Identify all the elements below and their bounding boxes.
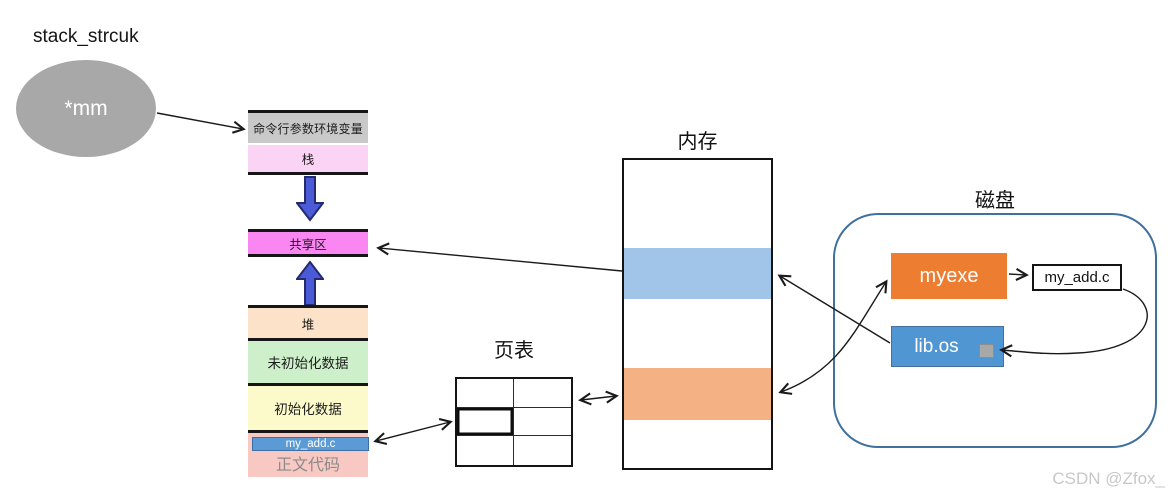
arrow-mm-to-stack — [156, 112, 243, 129]
disk-myexe-box: myexe — [891, 253, 1007, 299]
segment-cmdline-env-label: 命令行参数环境变量 — [253, 121, 363, 136]
disk-title: 磁盘 — [975, 190, 1015, 212]
struct-title: stack_strcuk — [33, 26, 139, 47]
disk-myaddc-file-label: my_add.c — [1044, 269, 1110, 286]
segment-shared-area: 共享区 — [248, 229, 368, 257]
disk-myexe-label: myexe — [919, 264, 979, 287]
memory-title: 内存 — [677, 131, 718, 153]
segment-myaddc-label: my_add.c — [285, 438, 336, 450]
segment-uninitialized-data-label: 未初始化数据 — [267, 356, 349, 371]
stack-grow-down-arrow-icon — [296, 176, 324, 222]
page-table-cell-r1c1 — [457, 379, 514, 408]
memory-shared-band — [624, 248, 771, 299]
page-table-cell-r3c2 — [514, 436, 571, 465]
segment-initialized-data: 初始化数据 — [248, 383, 368, 430]
segment-heap-label: 堆 — [301, 317, 315, 332]
disk-libos-marker-square — [979, 344, 994, 358]
page-table-grid — [455, 377, 573, 467]
memory-loaded-band — [624, 368, 771, 420]
segment-text-code-label: 正文代码 — [275, 457, 340, 474]
segment-shared-area-label: 共享区 — [289, 237, 327, 252]
mm-pointer-label: *mm — [64, 96, 108, 120]
page-table-cell-r1c2 — [514, 379, 571, 408]
mm-pointer-ellipse: *mm — [16, 60, 156, 157]
page-table-cell-r3c1 — [457, 436, 514, 465]
page-table-title: 页表 — [494, 340, 534, 362]
segment-heap: 堆 — [248, 305, 368, 338]
segment-myaddc-strip: my_add.c — [252, 437, 369, 451]
arrow-memblue-to-shared — [379, 248, 623, 272]
segment-stack-label: 栈 — [301, 153, 315, 167]
arrow-pagetable-memorange — [581, 396, 616, 400]
memory-rect — [622, 158, 773, 470]
segment-stack: 栈 — [248, 145, 368, 175]
arrow-myaddc-pagetable — [376, 422, 450, 441]
segment-cmdline-env: 命令行参数环境变量 — [248, 110, 368, 143]
heap-grow-up-arrow-icon — [296, 260, 324, 306]
segment-uninitialized-data: 未初始化数据 — [248, 338, 368, 383]
segment-initialized-data-label: 初始化数据 — [274, 402, 342, 417]
page-table-cell-r2c2 — [514, 408, 571, 437]
disk-libos-label: lib.os — [914, 335, 959, 357]
watermark: CSDN @Zfox_ — [1052, 469, 1165, 488]
page-table-cell-r2c1-highlighted — [457, 407, 514, 437]
disk-myaddc-file-box: my_add.c — [1032, 264, 1122, 291]
